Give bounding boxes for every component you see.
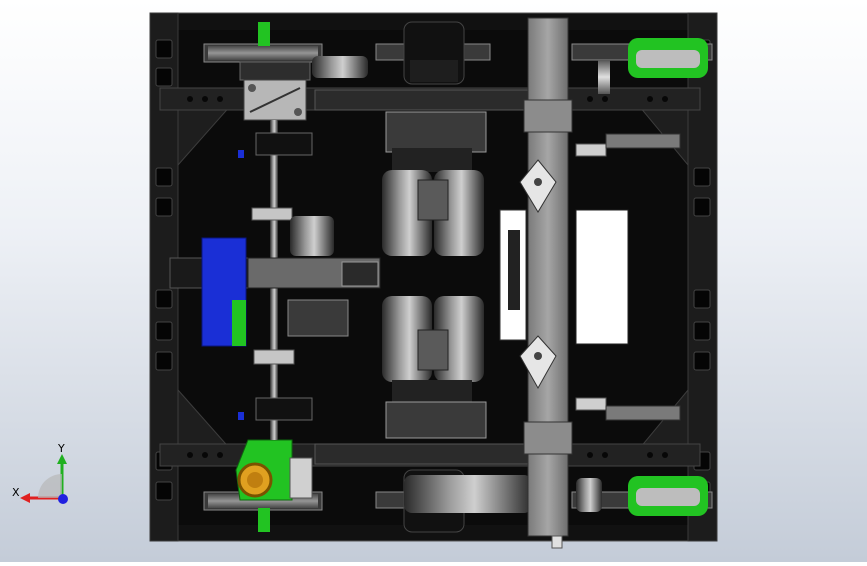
y-axis-label: Y xyxy=(57,442,65,455)
bracket-slot xyxy=(508,230,520,310)
gearbox-top xyxy=(382,111,487,256)
white-plate xyxy=(575,209,629,345)
blue-motor xyxy=(201,237,247,347)
main-beam xyxy=(523,17,573,549)
gearbox-bottom xyxy=(382,296,487,439)
axis-triad: Y X xyxy=(12,442,68,504)
wheel-top-left xyxy=(203,22,368,81)
gear-top-center xyxy=(375,21,491,85)
right-rods xyxy=(575,133,681,421)
wheel-top-right xyxy=(571,38,713,94)
pillow-block-bottom xyxy=(519,335,557,390)
x-axis-label: X xyxy=(12,486,20,499)
blue-marker xyxy=(238,412,244,420)
bracket-top-left xyxy=(243,79,307,121)
blue-marker xyxy=(238,150,244,158)
wheel-bottom-right xyxy=(571,476,713,516)
motor-bottom-left xyxy=(235,439,313,501)
pillow-block-top xyxy=(519,159,557,213)
gear-bottom-center xyxy=(375,469,532,533)
